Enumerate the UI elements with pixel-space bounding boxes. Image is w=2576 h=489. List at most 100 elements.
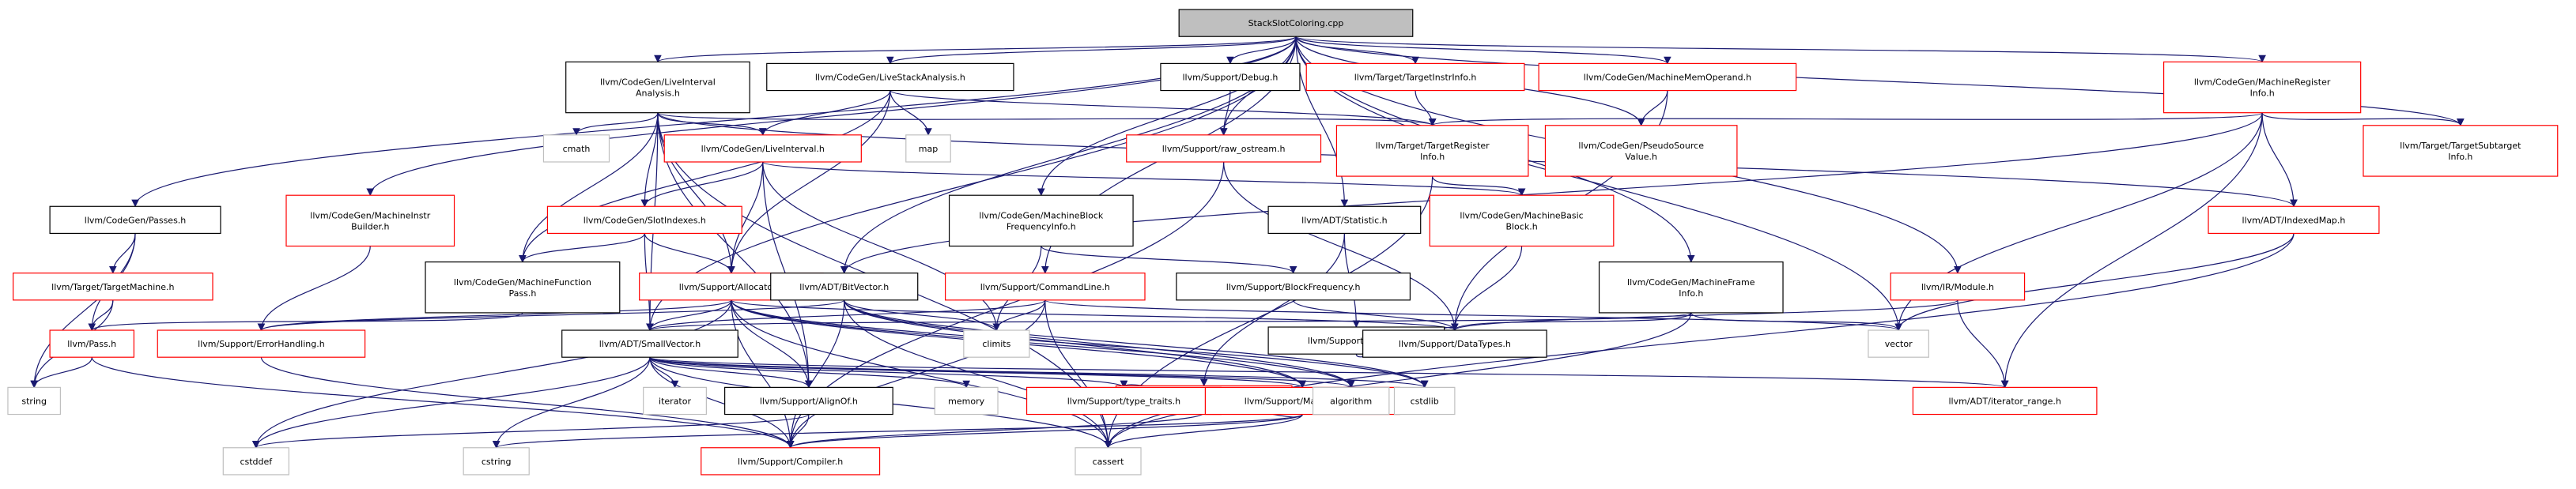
node-livestack-label-line-0: llvm/CodeGen/LiveStackAnalysis.h (815, 72, 965, 82)
edge-statistic-to-valgrind (1199, 233, 1345, 387)
node-indexedmap[interactable]: llvm/ADT/IndexedMap.h (2208, 205, 2380, 235)
node-irmodule-label-line-0: llvm/IR/Module.h (1921, 282, 1994, 292)
edge-slotindexes-to-allocator (644, 233, 735, 274)
node-smallvector-box (561, 329, 738, 358)
node-errorhandling-box (157, 329, 366, 358)
node-vector: vector (1868, 329, 1929, 358)
node-targetmachine[interactable]: llvm/Target/TargetMachine.h (13, 273, 213, 301)
node-liveinterval_analysis-label-line-1: Analysis.h (636, 88, 680, 99)
node-type_traits-label-line-0: llvm/Support/type_traits.h (1067, 396, 1180, 406)
node-slotindexes[interactable]: llvm/CodeGen/SlotIndexes.h (546, 205, 742, 235)
node-machinefunctionpass-label-line-1: Pass.h (508, 288, 536, 299)
node-commandline-box (944, 273, 1146, 301)
edge-smallvector-to-memory (649, 356, 970, 389)
node-cstddef-label-line-0: cstddef (240, 457, 273, 467)
node-machinememoperand-box (1538, 62, 1797, 92)
node-smallvector[interactable]: llvm/ADT/SmallVector.h (561, 329, 738, 358)
edge-allocator-to-cassert (731, 299, 1112, 449)
node-pseudosourcevalue-box (1544, 125, 1738, 177)
node-root-label-line-0: StackSlotColoring.cpp (1248, 18, 1344, 28)
node-raw_ostream[interactable]: llvm/Support/raw_ostream.h (1126, 134, 1322, 163)
node-compiler[interactable]: llvm/Support/Compiler.h (701, 447, 881, 476)
node-alignof[interactable]: llvm/Support/AlignOf.h (724, 386, 893, 416)
node-irmodule[interactable]: llvm/IR/Module.h (1890, 273, 2026, 301)
node-errorhandling[interactable]: llvm/Support/ErrorHandling.h (157, 329, 366, 358)
node-errorhandling-label-line-0: llvm/Support/ErrorHandling.h (198, 339, 325, 349)
node-machinebasicblock-label-line-1: Block.h (1505, 221, 1537, 231)
node-blockfrequency[interactable]: llvm/Support/BlockFrequency.h (1176, 273, 1411, 301)
node-vector-box (1868, 329, 1929, 358)
node-machinefunctionpass-label-line-0: llvm/CodeGen/MachineFunction (454, 277, 591, 288)
edge-machineframeinfo-to-smallvector (646, 312, 1692, 331)
edge-machineregisterinfo-to-targetregisterinfo (1429, 112, 2263, 126)
node-iterator: iterator (643, 386, 707, 416)
edge-smallvector-to-iterator_range (649, 356, 2008, 389)
node-machineregisterinfo-label-line-0: llvm/CodeGen/MachineRegister (2194, 77, 2331, 88)
edge-allocator-to-cstddef (252, 299, 732, 449)
node-commandline-label-line-0: llvm/Support/CommandLine.h (980, 282, 1110, 292)
node-cstddef: cstddef (222, 447, 289, 476)
node-climits-box (963, 329, 1030, 358)
node-alignof-box (724, 386, 893, 416)
edge-bitvector-to-climits (844, 299, 1001, 331)
edge-root-to-debug (1226, 36, 1297, 65)
edge-errorhandling-to-compiler (260, 357, 795, 449)
node-map: map (905, 134, 951, 163)
edge-commandline-to-climits (992, 299, 1046, 331)
edge-root-to-liveinterval_analysis (654, 36, 1297, 63)
edge-machineregisterinfo-to-bitvector (840, 112, 2263, 274)
node-liveinterval[interactable]: llvm/CodeGen/LiveInterval.h (663, 134, 862, 163)
node-smallvector-label-line-0: llvm/ADT/SmallVector.h (599, 339, 701, 349)
node-type_traits[interactable]: llvm/Support/type_traits.h (1025, 386, 1222, 416)
node-livestack[interactable]: llvm/CodeGen/LiveStackAnalysis.h (766, 62, 1014, 92)
node-cmath: cmath (542, 134, 610, 163)
node-datatypes[interactable]: llvm/Support/DataTypes.h (1362, 329, 1547, 358)
edge-smallvector-to-alignof (649, 356, 813, 389)
node-raw_ostream-label-line-0: llvm/Support/raw_ostream.h (1162, 144, 1286, 154)
edge-machineregisterinfo-to-iterator_range (2000, 112, 2263, 389)
edge-livestack-to-targetregisterinfo (890, 90, 1437, 126)
edge-root-to-statistic (1295, 36, 1349, 208)
node-targetinstrinfo-label-line-0: llvm/Target/TargetInstrInfo.h (1354, 72, 1477, 82)
node-iterator_range-box (1912, 386, 2098, 416)
node-iterator-label-line-0: iterator (659, 396, 691, 406)
node-debug-box (1160, 62, 1301, 92)
node-bitvector[interactable]: llvm/ADT/BitVector.h (770, 273, 919, 301)
node-pass[interactable]: llvm/Pass.h (49, 329, 134, 358)
edge-mathextras-to-compiler (787, 414, 1303, 449)
node-machinememoperand[interactable]: llvm/CodeGen/MachineMemOperand.h (1538, 62, 1797, 92)
node-datatypes-box (1362, 329, 1547, 358)
node-cassert-label-line-0: cassert (1093, 457, 1125, 467)
node-targetinstrinfo[interactable]: llvm/Target/TargetInstrInfo.h (1305, 62, 1525, 92)
node-iterator_range[interactable]: llvm/ADT/iterator_range.h (1912, 386, 2098, 416)
edge-liveinterval-to-machinebasicblock (762, 161, 1525, 197)
node-algorithm-box (1312, 386, 1390, 416)
node-machineregisterinfo-label-line-1: Info.h (2250, 88, 2275, 99)
edge-machineregisterinfo-to-indexedmap (2261, 112, 2298, 208)
node-memory-box (934, 386, 999, 416)
node-targetregisterinfo-box (1335, 125, 1529, 177)
node-commandline[interactable]: llvm/Support/CommandLine.h (944, 273, 1146, 301)
node-cassert: cassert (1075, 447, 1142, 476)
edge-allocator-to-compiler (731, 299, 795, 449)
node-statistic[interactable]: llvm/ADT/Statistic.h (1267, 205, 1422, 235)
edge-machineinstrbuilder-to-errorhandling (257, 246, 371, 331)
node-allocator-label-line-0: llvm/Support/Allocator.h (679, 282, 784, 292)
edge-liveinterval_analysis-to-allocator (657, 112, 735, 274)
node-machineregisterinfo-box (2162, 61, 2362, 114)
node-cassert-box (1075, 447, 1142, 476)
node-targetregisterinfo-label-line-0: llvm/Target/TargetRegister (1376, 141, 1490, 151)
node-debug[interactable]: llvm/Support/Debug.h (1160, 62, 1301, 92)
node-passes[interactable]: llvm/CodeGen/Passes.h (49, 205, 221, 235)
node-iterator_range-label-line-0: llvm/ADT/iterator_range.h (1948, 396, 2060, 406)
